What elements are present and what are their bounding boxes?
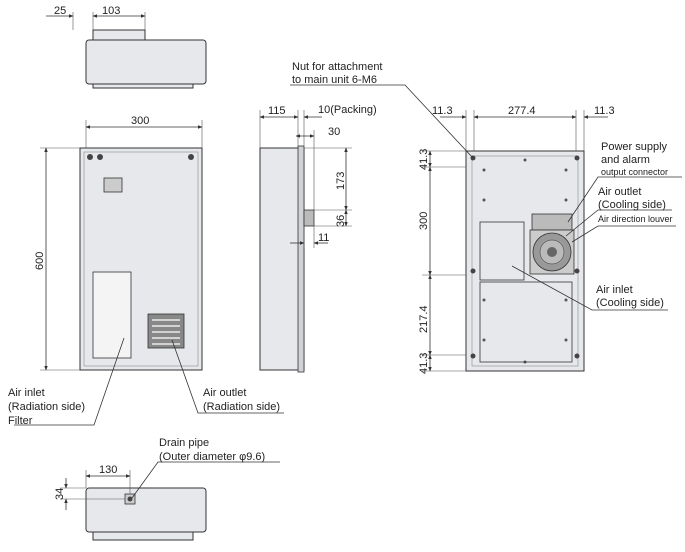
label-power-1: Power supply (601, 141, 668, 153)
back-power-connector (531, 213, 573, 231)
back-hole-ml (470, 268, 476, 274)
back-view: 11.3 277.4 11.3 41.3 300 217.4 41.3 Nut … (290, 61, 682, 374)
dim-front-height: 600 (34, 252, 46, 270)
back-lower-panel (479, 281, 573, 363)
dim-back-11-3-left: 11.3 (432, 105, 453, 117)
dim-back-41-3-bottom: 41.3 (418, 353, 430, 374)
dim-side-packing: 10(Packing) (318, 104, 377, 116)
label-nut-1: Nut for attachment (292, 61, 383, 73)
dim-side-11: 11 (318, 232, 329, 244)
front-air-inlet-filter (92, 271, 132, 359)
label-power-3: output connector (601, 167, 668, 177)
label-nut-2: to main unit 6-M6 (292, 74, 377, 86)
back-hole-mr (574, 268, 580, 274)
dim-back-217-4: 217.4 (418, 305, 430, 333)
label-outlet-cool-1: Air outlet (598, 186, 641, 198)
label-outlet-cool-2: (Cooling side) (598, 199, 666, 211)
label-drain-2: (Outer diameter φ9.6) (159, 451, 265, 463)
dim-back-41-3-top: 41.3 (418, 149, 430, 170)
back-hole-bl (470, 353, 476, 359)
dim-side-36: 36 (335, 215, 347, 227)
bottom-view: 130 34 Drain pipe (Outer diameter φ9.6) (54, 437, 280, 541)
front-hole-tr (188, 154, 194, 160)
front-view: 300 600 Air inlet (Radiation side) Filte… (8, 115, 284, 427)
dim-side-173: 173 (335, 172, 347, 190)
label-outlet-rad-1: Air outlet (203, 387, 246, 399)
label-inlet-cool-2: (Cooling side) (596, 297, 664, 309)
front-air-outlet-grille (147, 313, 185, 349)
label-louver: Air direction louver (598, 214, 673, 224)
dim-back-277-4: 277.4 (508, 105, 536, 117)
back-hole-br (574, 353, 580, 359)
dim-bottom-34: 34 (54, 488, 66, 500)
front-hole-tl2 (97, 154, 103, 160)
label-inlet-rad-2: (Radiation side) (8, 401, 85, 413)
side-view: 115 10(Packing) 30 173 36 11 (259, 104, 377, 373)
top-view-body (85, 39, 207, 85)
dim-top-103: 103 (102, 5, 120, 17)
dim-front-width: 300 (131, 115, 149, 127)
front-hole-tl (87, 154, 93, 160)
dim-side-30: 30 (328, 126, 340, 138)
bottom-view-flange (92, 531, 194, 541)
top-view: 25 103 (46, 5, 207, 89)
back-hole-tr (574, 155, 580, 161)
dim-side-115: 115 (268, 105, 286, 117)
top-view-flange (92, 83, 194, 89)
label-power-2: and alarm (601, 154, 650, 166)
label-drain-1: Drain pipe (159, 437, 209, 449)
bottom-view-body (85, 487, 207, 533)
side-view-packing (297, 145, 305, 373)
label-inlet-rad-3: Filter (8, 415, 33, 427)
dim-back-300: 300 (418, 212, 430, 230)
dim-bottom-130: 130 (99, 464, 117, 476)
dim-top-25: 25 (54, 5, 66, 17)
back-air-inlet-cooling (479, 221, 525, 281)
label-inlet-rad-1: Air inlet (8, 387, 45, 399)
label-inlet-cool-1: Air inlet (596, 284, 633, 296)
top-view-connector-block (92, 29, 146, 41)
side-view-connector (303, 209, 315, 227)
front-label-plate (103, 177, 123, 193)
label-outlet-rad-2: (Radiation side) (203, 401, 280, 413)
dim-back-11-3-right: 11.3 (594, 105, 615, 117)
side-view-body (259, 147, 305, 371)
